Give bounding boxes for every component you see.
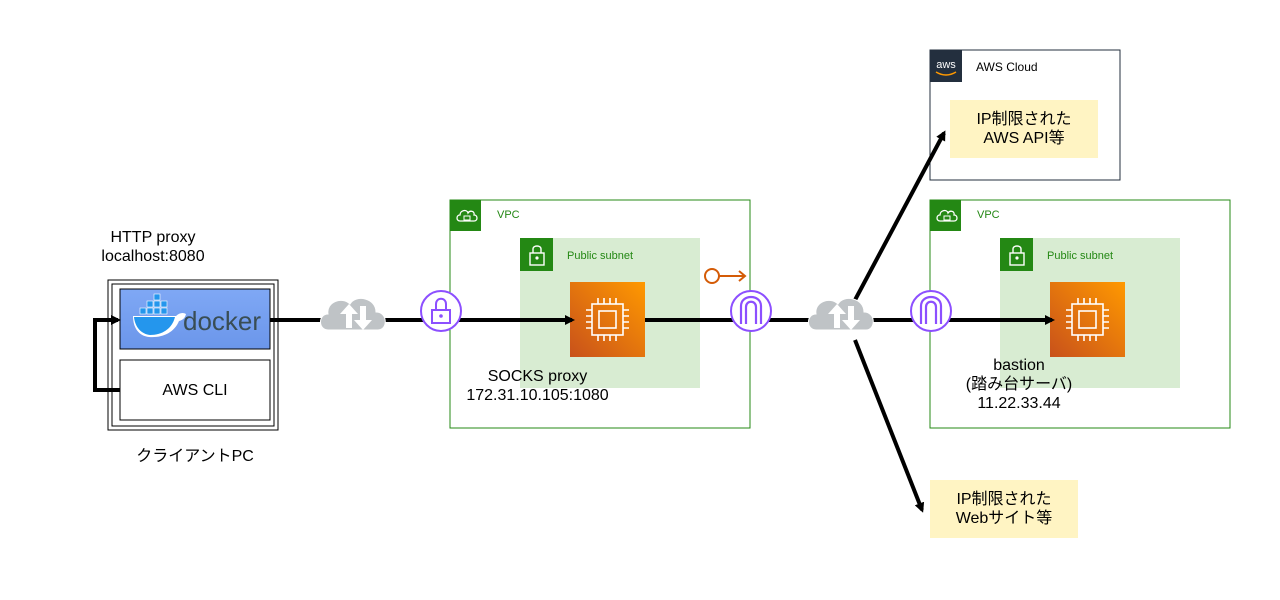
vpc-right-label: VPC	[977, 209, 1000, 221]
aws-smile-icon	[935, 71, 957, 76]
vpc-left	[449, 199, 751, 429]
chip-icon	[586, 298, 629, 341]
subnet-lock-icon	[1009, 245, 1025, 266]
ec2-bastion-icon	[1050, 282, 1125, 357]
aws-cloud-label: AWS Cloud	[976, 60, 1038, 74]
http-proxy-address: localhost:8080	[101, 248, 205, 265]
aws-api-target-box: IP制限された AWS API等	[950, 100, 1098, 158]
aws-logo-icon: aws	[936, 59, 956, 71]
internet-cloud-left-icon	[320, 297, 386, 331]
client-pc-inner-frame	[111, 283, 275, 427]
bastion-address: 11.22.33.44	[977, 395, 1061, 412]
internet-gateway-right-icon	[910, 290, 952, 332]
ec2-socks-proxy-icon	[570, 282, 645, 357]
website-target-line2: Webサイト等	[955, 510, 1053, 527]
socks-proxy-address: 172.31.10.105:1080	[466, 387, 609, 404]
aws-api-target-line1: IP制限された	[976, 111, 1072, 128]
internet-gateway-left-icon	[730, 290, 772, 332]
website-target-box: IP制限された Webサイト等	[930, 480, 1078, 538]
vpc-right	[929, 199, 1231, 429]
aws-cli-label: AWS CLI	[162, 382, 227, 399]
subnet-right-label: Public subnet	[1047, 250, 1114, 262]
bastion-title: bastion	[993, 357, 1045, 374]
vpc-cloud-lock-icon	[936, 209, 958, 222]
aws-logo-bg	[930, 50, 962, 82]
subnet-left-icon-bg	[520, 238, 553, 271]
http-proxy-label: HTTP proxy localhost:8080	[60, 228, 246, 266]
cli-to-docker-arrow	[93, 315, 121, 392]
subnet-lock-icon	[529, 245, 545, 266]
vpc-peering-icon	[704, 268, 747, 284]
subnet-left-label: Public subnet	[567, 250, 634, 262]
aws-cli-box	[119, 359, 271, 421]
socks-proxy-label: SOCKS proxy 172.31.10.105:1080	[430, 367, 645, 405]
vpc-left-label: VPC	[497, 209, 520, 221]
website-target-line1: IP制限された	[956, 491, 1052, 508]
internet-cloud-right-icon	[808, 297, 874, 331]
bastion-label: bastion (踏み台サーバ) 11.22.33.44	[934, 356, 1104, 413]
aws-api-target-line2: AWS API等	[983, 130, 1065, 147]
chip-icon	[1066, 298, 1109, 341]
socks-proxy-title: SOCKS proxy	[487, 368, 588, 385]
internet-to-website-arrow	[853, 339, 925, 513]
vpc-cloud-lock-icon	[456, 209, 478, 222]
subnet-right-icon-bg	[1000, 238, 1033, 271]
http-proxy-title: HTTP proxy	[110, 229, 196, 246]
lock-icon	[420, 290, 462, 332]
docker-label: docker	[183, 306, 261, 336]
docker-whale-icon	[133, 293, 186, 338]
client-pc-group: docker AWS CLI	[93, 279, 279, 431]
client-pc-label: クライアントPC	[136, 448, 254, 465]
internet-to-aws-api-arrow	[853, 130, 946, 301]
bastion-subtitle: (踏み台サーバ)	[965, 376, 1073, 393]
